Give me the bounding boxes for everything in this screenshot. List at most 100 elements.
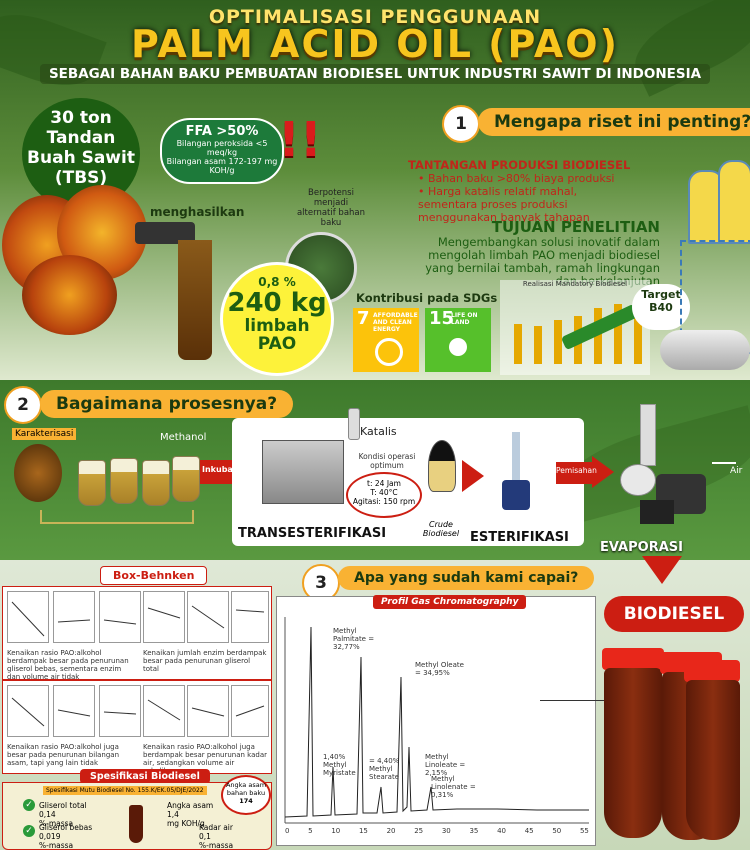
pao-amount: 240 kg bbox=[227, 288, 327, 318]
biodiesel-chart: Realisasi Mandatory Biodiesel bbox=[500, 280, 650, 375]
sdg-title: Kontribusi pada SDGs bbox=[356, 291, 498, 305]
tank-icon bbox=[718, 160, 750, 244]
spec-title: Spesifikasi Biodiesel bbox=[80, 769, 210, 784]
bb-plot bbox=[187, 591, 229, 643]
section3-title: Apa yang sudah kami capai? bbox=[338, 566, 595, 590]
palm-fruit-image bbox=[2, 185, 152, 335]
ffa-asam: Bilangan asam 172-197 mg KOH/g bbox=[166, 157, 278, 175]
menghasilkan-label: menghasilkan bbox=[150, 205, 245, 219]
ffa-title: FFA >50% bbox=[185, 124, 259, 139]
karakterisasi-label: Karakterisasi bbox=[12, 428, 77, 440]
separating-funnel-icon bbox=[428, 440, 456, 492]
bb-caption-2: Kenaikan jumlah enzim berdampak besar pa… bbox=[143, 649, 267, 673]
bb-plot bbox=[143, 591, 185, 643]
crude-label: Crude Biodiesel bbox=[422, 520, 460, 538]
berpotensi-label: Berpotensi menjadi alternatif bahan baku bbox=[296, 188, 366, 228]
bb-plot bbox=[99, 685, 141, 737]
air-label: Air bbox=[730, 466, 743, 476]
gc-title: Profil Gas Chromatography bbox=[373, 595, 527, 609]
esterifikasi-label: ESTERIFIKASI bbox=[470, 530, 569, 545]
chart-bar bbox=[614, 304, 622, 364]
header-title: PALM ACID OIL (PAO) bbox=[131, 22, 619, 66]
flask-icon bbox=[172, 456, 200, 502]
flask-icon bbox=[110, 458, 138, 504]
biodiesel-tube bbox=[604, 668, 662, 838]
header-line1: OPTIMALISASI PENGGUNAAN bbox=[208, 6, 542, 28]
ffa-pill: FFA >50% Bilangan peroksida <5 meq/kg Bi… bbox=[160, 118, 284, 184]
ffa-peroksida: Bilangan peroksida <5 meq/kg bbox=[176, 139, 268, 157]
connector-line bbox=[540, 700, 604, 701]
biodiesel-tube bbox=[686, 680, 740, 840]
methanol-label: Methanol bbox=[160, 432, 207, 443]
pemisahan-label: Pemisahan bbox=[556, 466, 597, 475]
bb-caption-1: Kenaikan rasio PAO:alkohol berdampak bes… bbox=[7, 649, 129, 681]
arrow-down-icon bbox=[642, 556, 682, 584]
bb-plot bbox=[187, 685, 229, 737]
tbs-label: 30 ton Tandan Buah Sawit (TBS) bbox=[27, 108, 135, 188]
spec-panel: Spesifikasi Mutu Biodiesel No. 155.K/EK.… bbox=[2, 775, 272, 850]
section-number-1: 1 bbox=[442, 105, 480, 143]
section-number-2: 2 bbox=[4, 386, 42, 424]
bb-plot bbox=[53, 591, 95, 643]
tree-icon bbox=[449, 338, 467, 356]
bb-plot bbox=[99, 591, 141, 643]
bb-plot bbox=[143, 685, 185, 737]
bb-panel-bottom: Kenaikan rasio PAO:alkohol juga besar pa… bbox=[2, 680, 272, 775]
katalis-label: Katalis bbox=[360, 425, 397, 438]
evaporasi-label: EVAPORASI bbox=[600, 540, 683, 555]
gc-chart bbox=[284, 617, 589, 824]
bb-plot bbox=[53, 685, 95, 737]
chart-bar bbox=[554, 320, 562, 364]
peak-oleate: Methyl Oleate = 34,95% bbox=[415, 661, 464, 677]
flask-icon bbox=[78, 460, 106, 506]
tube-cap-icon bbox=[602, 648, 664, 670]
challenge-item-1: • Bahan baku >80% biaya produksi bbox=[418, 172, 615, 185]
bb-plot bbox=[7, 685, 49, 737]
chart-title: Realisasi Mandatory Biodiesel bbox=[522, 280, 628, 288]
biodiesel-tube-mini bbox=[129, 805, 143, 843]
flask-bracket bbox=[40, 510, 194, 524]
bb-panel-top: Kenaikan rasio PAO:alkohol berdampak bes… bbox=[2, 586, 272, 681]
shaker-incubator-icon bbox=[262, 440, 344, 504]
pao-amount-circle: 0,8 % 240 kg limbah PAO bbox=[220, 262, 334, 376]
goal-title: TUJUAN PENELITIAN bbox=[491, 218, 660, 236]
bb-plot bbox=[7, 591, 49, 643]
peak-palmitate: Methyl Palmitate = 32,77% bbox=[333, 627, 375, 651]
catalyst-vial-icon bbox=[348, 408, 360, 440]
section1-title: Mengapa riset ini penting? bbox=[478, 108, 750, 136]
transesterifikasi-label: TRANSESTERIFIKASI bbox=[238, 526, 387, 541]
angka-asam-baku: Angka asam bahan baku 174 bbox=[221, 775, 271, 815]
chart-bar bbox=[594, 308, 602, 364]
section2-title: Bagaimana prosesnya? bbox=[40, 390, 294, 418]
goal-block: TUJUAN PENELITIAN Mengembangkan solusi i… bbox=[410, 218, 660, 288]
section-number-3: 3 bbox=[302, 564, 340, 602]
arrow-right-icon bbox=[592, 456, 614, 488]
reflux-apparatus-icon bbox=[496, 432, 536, 512]
kondisi-title: Kondisi operasi optimum bbox=[358, 452, 416, 470]
spec-subtitle: Spesifikasi Mutu Biodiesel No. 155.K/EK.… bbox=[43, 786, 207, 795]
chart-bar bbox=[514, 324, 522, 364]
truck-tank-icon bbox=[660, 330, 750, 370]
biodiesel-badge: BIODIESEL bbox=[604, 596, 744, 632]
exclamation-icon: !! bbox=[278, 112, 322, 168]
chart-bar bbox=[534, 326, 542, 364]
bb-plot bbox=[231, 685, 269, 737]
peak-myristate: 1,40% Methyl Myristate bbox=[323, 753, 356, 777]
kondisi-ellipse: t: 24 Jam T: 40°C Agitasi: 150 rpm bbox=[346, 472, 422, 518]
sdg15-card: 15 LIFE ON LAND bbox=[425, 308, 491, 372]
arrow-right-icon bbox=[462, 460, 484, 492]
chart-bar bbox=[634, 300, 642, 364]
pao-flow-graphic bbox=[178, 240, 212, 360]
pao-waste-label: limbah PAO bbox=[244, 316, 310, 354]
bb-caption-3: Kenaikan rasio PAO:alkohol juga besar pa… bbox=[7, 743, 120, 767]
pao-sample-icon bbox=[14, 444, 62, 502]
challenge-title: TANTANGAN PRODUKSI BIODIESEL bbox=[408, 158, 631, 172]
header-subtitle: SEBAGAI BAHAN BAKU PEMBUATAN BIODIESEL U… bbox=[40, 64, 710, 84]
check-icon: ✓ bbox=[23, 799, 35, 811]
rotary-evaporator-icon bbox=[620, 404, 710, 524]
gc-panel: Profil Gas Chromatography Methyl Palmita… bbox=[276, 595, 596, 846]
